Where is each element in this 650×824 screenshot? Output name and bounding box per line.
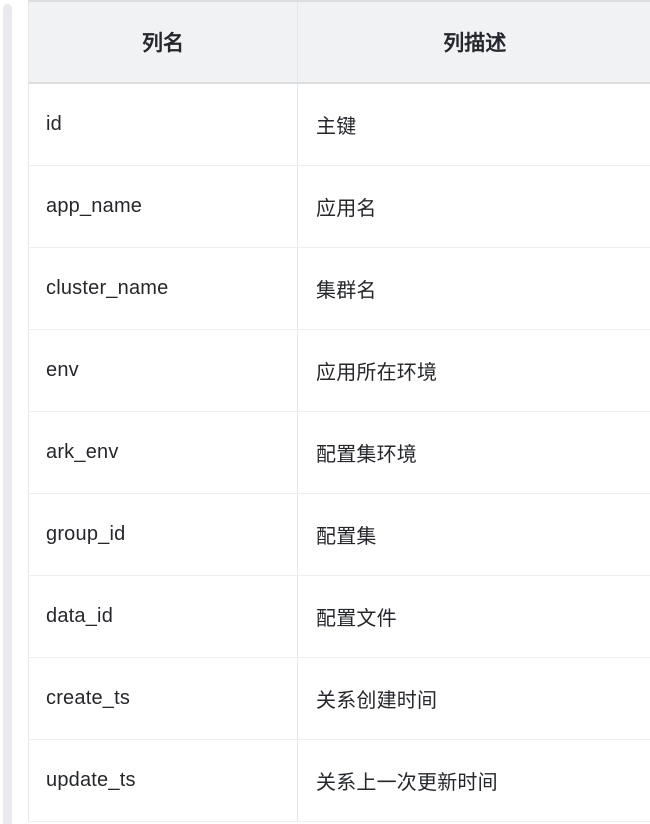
column-description-cell: 主键 <box>298 83 650 165</box>
table-row: id 主键 <box>29 83 650 165</box>
table-row: ark_env 配置集环境 <box>29 411 650 493</box>
column-description-cell: 配置集 <box>298 493 650 575</box>
column-description-cell: 应用所在环境 <box>298 329 650 411</box>
table-row: app_name 应用名 <box>29 165 650 247</box>
column-name-cell: app_name <box>29 165 298 247</box>
column-name-cell: data_id <box>29 575 298 657</box>
column-description-cell: 关系上一次更新时间 <box>298 739 650 821</box>
column-description-cell: 配置文件 <box>298 575 650 657</box>
column-name-cell: env <box>29 329 298 411</box>
column-description-cell: 关系创建时间 <box>298 657 650 739</box>
table-row: update_ts 关系上一次更新时间 <box>29 739 650 821</box>
column-description-cell: 配置集环境 <box>298 411 650 493</box>
schema-table: 列名 列描述 id 主键 app_name 应用名 cluster_name 集… <box>28 0 650 822</box>
column-name-cell: cluster_name <box>29 247 298 329</box>
table-row: env 应用所在环境 <box>29 329 650 411</box>
column-name-cell: group_id <box>29 493 298 575</box>
column-header-description: 列描述 <box>298 1 650 83</box>
column-name-cell: ark_env <box>29 411 298 493</box>
column-name-cell: id <box>29 83 298 165</box>
table-body: id 主键 app_name 应用名 cluster_name 集群名 env … <box>29 83 650 821</box>
column-header-name: 列名 <box>29 1 298 83</box>
column-description-cell: 集群名 <box>298 247 650 329</box>
table-row: create_ts 关系创建时间 <box>29 657 650 739</box>
page-edge-strip <box>3 4 12 824</box>
table-row: group_id 配置集 <box>29 493 650 575</box>
column-name-cell: create_ts <box>29 657 298 739</box>
table-row: data_id 配置文件 <box>29 575 650 657</box>
column-description-cell: 应用名 <box>298 165 650 247</box>
table-row: cluster_name 集群名 <box>29 247 650 329</box>
table-header-row: 列名 列描述 <box>29 1 650 83</box>
column-name-cell: update_ts <box>29 739 298 821</box>
